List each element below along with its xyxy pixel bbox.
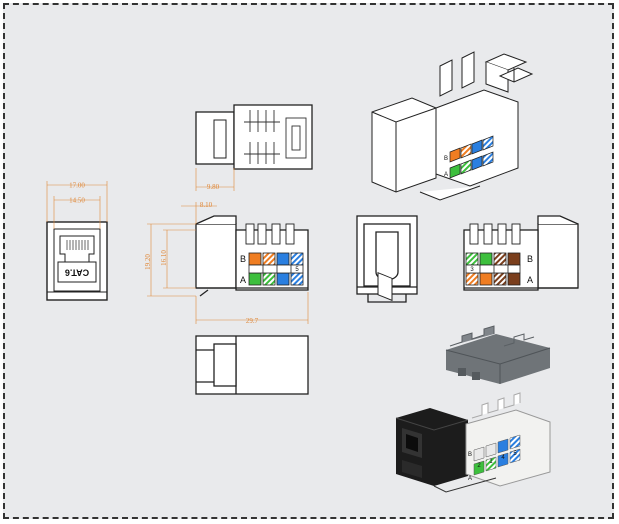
side-dimensions <box>147 202 309 324</box>
bottom-view <box>195 335 309 395</box>
row-b-label-right: B <box>527 254 533 264</box>
row-b-label: B <box>240 254 246 264</box>
front-view <box>46 221 108 301</box>
dim-length: 29.7 <box>246 317 259 325</box>
dim-depth: 9.80 <box>207 183 220 191</box>
front-dimensions <box>46 181 108 229</box>
top-dimensions <box>195 168 235 191</box>
row-a-label: A <box>240 275 246 285</box>
cat-label: CAT.6 <box>65 268 89 278</box>
photo-pin-1: 1 <box>489 459 493 465</box>
grey-cap-photo <box>445 325 551 384</box>
other-side-view <box>463 215 579 291</box>
dim-height-inner: 16.10 <box>160 250 168 266</box>
photo-pin-4: 4 <box>501 455 505 461</box>
row-a-label-right: A <box>527 275 533 285</box>
side-view-idc-posts <box>245 223 295 245</box>
photo-row-b-label: B <box>468 452 472 458</box>
top-view <box>195 104 313 170</box>
photo-row-a-label: A <box>468 476 472 482</box>
other-side-idc-posts <box>469 223 521 245</box>
dim-height-outer: 19.20 <box>144 254 152 270</box>
dim-width-outer: 17.00 <box>69 182 85 190</box>
pin-5-label: 5 <box>295 267 299 273</box>
dim-width-inner: 14.50 <box>69 197 85 205</box>
iso-row-b-label: B <box>444 156 448 162</box>
other-side-color-code <box>465 252 521 286</box>
iso-row-a-label: A <box>444 172 448 178</box>
photo-pin-2: 2 <box>477 463 481 469</box>
photo-pin-5: 5 <box>513 451 517 457</box>
isometric-drawing <box>371 51 534 302</box>
dim-offset: 8.10 <box>200 201 213 209</box>
pin-3-label: 3 <box>470 267 474 273</box>
side-view-color-code <box>248 252 304 286</box>
jack-photo <box>395 392 551 493</box>
isometric-color-code <box>449 135 494 179</box>
